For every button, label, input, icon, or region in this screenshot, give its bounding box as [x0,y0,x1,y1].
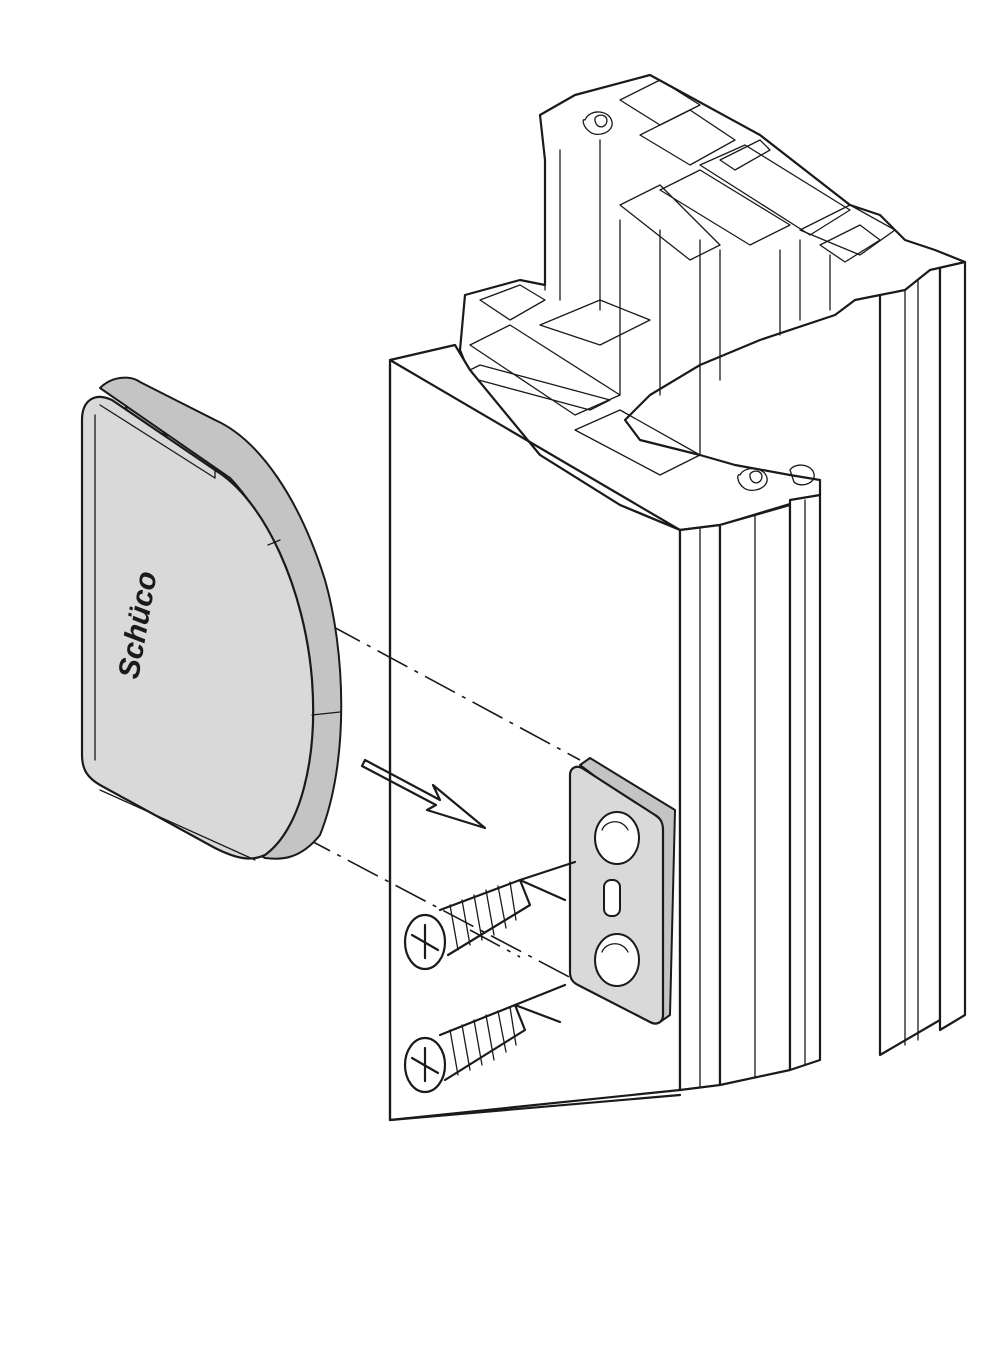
screw-hole-bottom [594,933,640,987]
center-slot [603,879,621,917]
end-cap: Schüco [80,376,343,861]
window-profile [388,73,967,1122]
screw-hole-top [594,811,640,865]
screw-top [403,860,577,971]
direction-arrow [360,758,487,830]
screw-bottom [403,983,567,1094]
alignment-lines [299,624,581,981]
mounting-plate [568,757,676,1025]
